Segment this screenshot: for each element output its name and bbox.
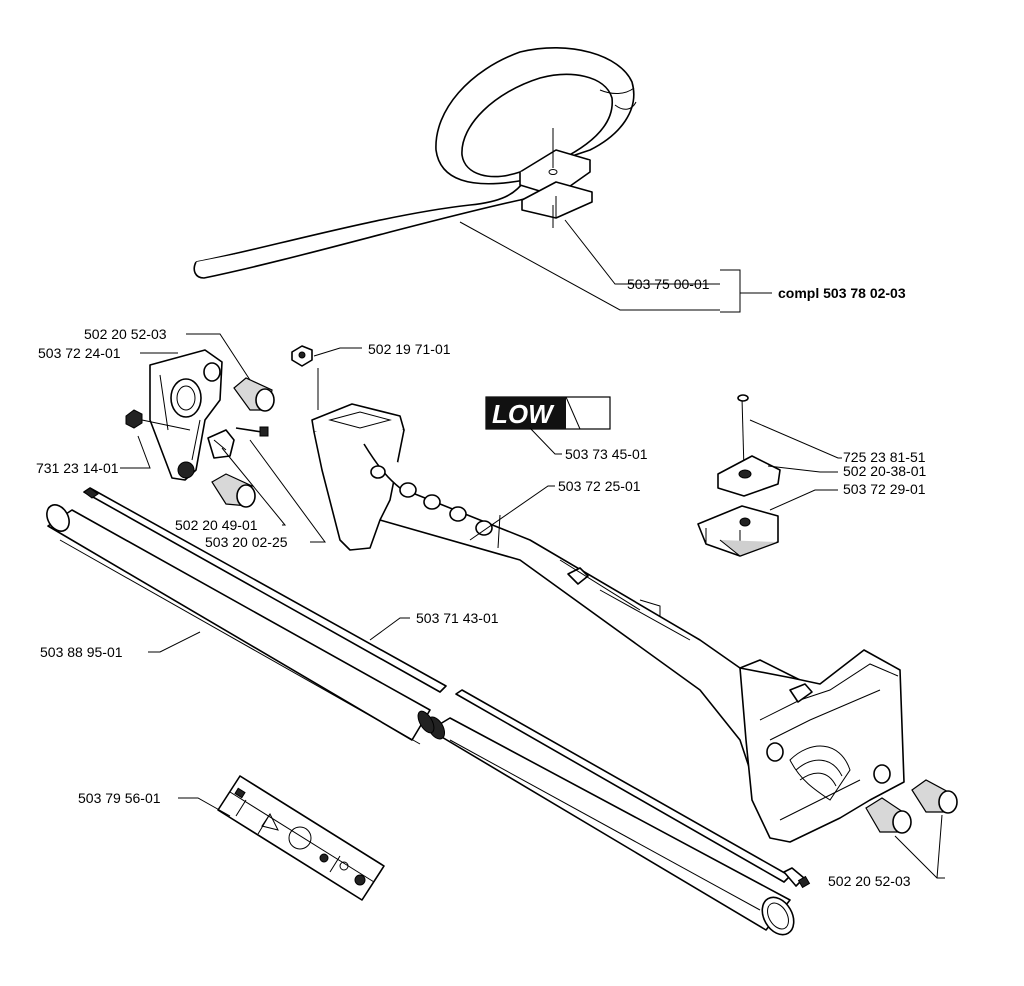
wing-nut (717, 455, 781, 497)
handle-bracket (149, 349, 223, 481)
label-clip: 502 20 49-01 (175, 517, 258, 533)
low-logo-text: LOW (492, 399, 555, 429)
screw (235, 426, 269, 437)
label-bolt: 725 23 81-51 (843, 449, 926, 465)
label-nut-left: 731 23 14-01 (36, 460, 119, 476)
label-warning-decal: 503 79 56-01 (78, 790, 161, 806)
label-cap-top: 502 20 52-03 (84, 326, 167, 342)
label-low-decal: 503 73 45-01 (565, 446, 648, 462)
main-housing (311, 403, 905, 843)
clamp-plate (697, 505, 779, 557)
clip-piece (207, 429, 235, 459)
low-decal: LOW (485, 396, 611, 430)
rubber-cap-right-a (865, 797, 912, 834)
rubber-cap-lower (211, 473, 256, 508)
label-drive-shaft: 503 71 43-01 (416, 610, 499, 626)
label-screw: 503 20 02-25 (205, 534, 288, 550)
label-clamp-plate: 503 72 29-01 (843, 481, 926, 497)
label-tube: 503 88 95-01 (40, 644, 123, 660)
warning-decal (217, 775, 385, 901)
rubber-cap-right-b (911, 779, 958, 814)
bolt (737, 394, 749, 471)
rubber-cap-top (233, 377, 275, 412)
drive-shaft (83, 487, 811, 889)
outer-tube (46, 504, 795, 936)
loop-handle (193, 47, 637, 279)
label-handle-kit: compl 503 78 02-03 (778, 285, 906, 301)
square-nut-top (291, 345, 313, 367)
label-handle-part: 503 75 00-01 (627, 276, 710, 292)
label-bracket: 503 72 24-01 (38, 345, 121, 361)
label-wing-nut: 502 20-38-01 (843, 463, 927, 479)
hex-nut-left (125, 409, 143, 429)
label-cap-bottom: 502 20 52-03 (828, 873, 911, 889)
label-nut-top: 502 19 71-01 (368, 341, 451, 357)
label-housing: 503 72 25-01 (558, 478, 641, 494)
